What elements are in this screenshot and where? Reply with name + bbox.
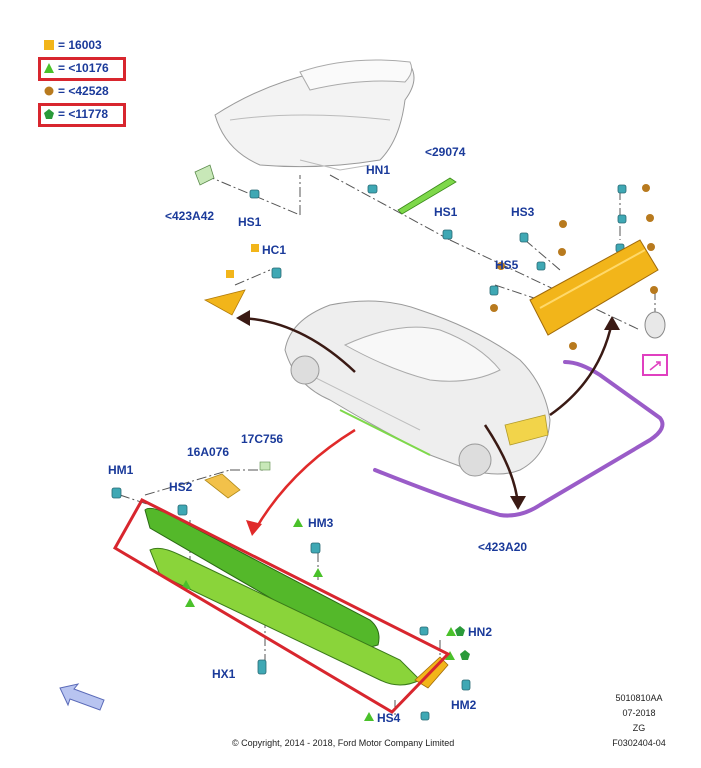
legend-highlight-box: [38, 57, 126, 81]
label-hx1: HX1: [212, 667, 236, 681]
vehicle-body: [284, 300, 551, 477]
fasteners: [111, 184, 627, 721]
emblem: [644, 311, 666, 339]
label-hs2: HS2: [169, 480, 193, 494]
legend-text: = <11778: [58, 107, 109, 121]
label-29074: <29074: [425, 145, 466, 159]
label-hm3: HM3: [308, 516, 334, 530]
magenta-callout-box: [642, 354, 668, 376]
label-hn1: HN1: [366, 163, 391, 177]
label-hm2: HM2: [451, 698, 477, 712]
rear-appliqué-panel: [529, 239, 659, 336]
triangle-icon: [44, 63, 54, 73]
bracket-29074: [397, 177, 457, 215]
legend-highlight-box: [38, 103, 126, 127]
legend-item-16003: = 16003: [44, 38, 102, 52]
figure-date: 07-2018: [622, 708, 656, 718]
legend-item-42528: = <42528: [44, 84, 109, 98]
label-423a42: <423A42: [165, 209, 215, 223]
figure-code: 5010810AA: [615, 693, 663, 703]
label-423a20: <423A20: [478, 540, 528, 554]
label-17c756: 17C756: [241, 432, 284, 446]
label-hs4: HS4: [377, 711, 401, 725]
square-icon: [44, 40, 54, 50]
label-hs5: HS5: [495, 258, 519, 272]
label-hn2: HN2: [468, 625, 493, 639]
nut-markers: [490, 184, 658, 350]
orientation-arrow-icon: [59, 683, 105, 711]
label-hs1: HS1: [238, 215, 262, 229]
label-16a076: 16A076: [187, 445, 230, 459]
legend-text: = <42528: [58, 84, 109, 98]
pentagon-markers: [455, 626, 470, 660]
pentagon-icon: [44, 109, 54, 119]
label-hm1: HM1: [108, 463, 134, 477]
triangle-markers: [181, 518, 456, 721]
figure-zone: ZG: [632, 723, 646, 733]
figure-id: F0302404-04: [612, 738, 666, 748]
highlight-box-rocker: [112, 498, 451, 714]
label-hs3: HS3: [511, 205, 535, 219]
legend-item-10176: = <10176: [44, 61, 109, 75]
callout-arrows: [239, 316, 614, 531]
bracket-423a42: [194, 164, 215, 186]
arrow-heads: [236, 310, 620, 536]
circle-icon: [44, 86, 54, 96]
legend-text: = <10176: [58, 61, 109, 75]
label-hs1: HS1: [434, 205, 458, 219]
legend-text: = 16003: [58, 38, 102, 52]
corner-piece-yellow: [203, 289, 246, 316]
legend-item-11778: = <11778: [44, 107, 108, 121]
trunk-lid-spoiler: [214, 59, 415, 171]
label-hc1: HC1: [262, 243, 287, 257]
copyright-text: © Copyright, 2014 - 2018, Ford Motor Com…: [232, 738, 455, 748]
